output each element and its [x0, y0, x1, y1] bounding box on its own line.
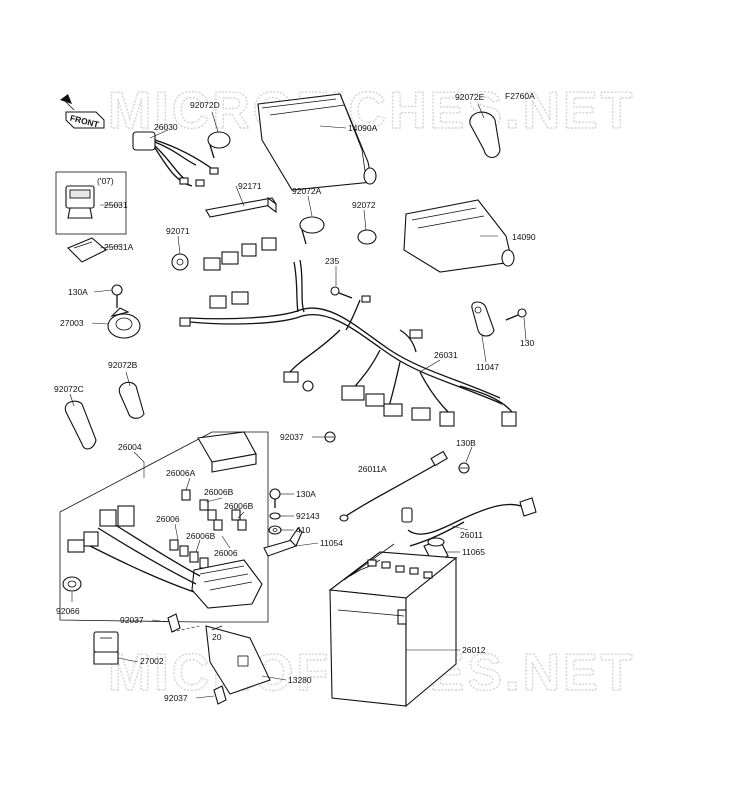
bracket-11047: [471, 301, 495, 337]
label-92071: 92071: [166, 226, 190, 236]
clamp-92072: [357, 229, 377, 245]
washer-410: [268, 525, 282, 535]
label-26006B-b: 26006B: [224, 501, 254, 511]
screw-235: [330, 286, 353, 299]
label-26031: 26031: [434, 350, 458, 360]
label-14090A: 14090A: [348, 123, 378, 133]
label-235: 235: [325, 256, 339, 266]
label-130A-top: 130A: [68, 287, 88, 297]
hour-meter-box: ('07): [55, 171, 127, 235]
bolt-130: [505, 308, 527, 321]
main-harness-26031: [179, 237, 517, 427]
cable-26011A: [339, 450, 448, 522]
label-27003: 27003: [60, 318, 84, 328]
label-13280: 13280: [288, 675, 312, 685]
strap-92072B: [118, 381, 145, 419]
clip-92037-bottom: [213, 685, 227, 705]
cover-14090: [403, 199, 515, 273]
label-410: 410: [296, 525, 310, 535]
clamp-92072E: [469, 111, 501, 159]
front-arrow: FRONT: [60, 94, 105, 130]
label-92037-bottom: 92037: [164, 693, 188, 703]
cover-14090A: [257, 93, 377, 191]
label-92072A: 92072A: [292, 186, 322, 196]
label-92143: 92143: [296, 511, 320, 521]
grommet-92071: [171, 253, 189, 271]
meter-25031A: [67, 237, 107, 263]
label-26006B-c: 26006B: [186, 531, 216, 541]
clip-92037-top: [324, 431, 336, 443]
label-26011: 26011: [460, 530, 483, 540]
clamp-92072A: [299, 216, 325, 245]
clamp-92072D: [207, 131, 231, 159]
label-26006B-a: 26006B: [204, 487, 234, 497]
label-26012: 26012: [462, 645, 486, 655]
label-130: 130: [520, 338, 534, 348]
label-92072: 92072: [352, 200, 376, 210]
bracket-11054: [263, 527, 303, 557]
relay-27002: [93, 631, 119, 665]
label-130A-mid: 130A: [296, 489, 316, 499]
bolt-130A-mid: [269, 488, 281, 508]
label-25031A: 25031A: [104, 242, 134, 252]
sub-harness-26030: [132, 131, 219, 187]
battery-26012: [328, 543, 458, 708]
washer-92143: [269, 512, 281, 520]
label-130B: 130B: [456, 438, 476, 448]
year-note: ('07): [97, 176, 114, 186]
leader-lines: [69, 103, 527, 699]
label-92066: 92066: [56, 606, 80, 616]
bolt-130A-top: [111, 284, 123, 308]
strap-92072C: [64, 400, 97, 450]
bracket-92171: [205, 196, 277, 218]
label-26011A: 26011A: [358, 464, 387, 474]
label-92171: 92171: [238, 181, 262, 191]
label-20: 20: [212, 632, 222, 642]
label-27002: 27002: [140, 656, 164, 666]
part-labels: 92072D 26030 14090A 92072E 92171 25031 2…: [54, 92, 536, 703]
label-11065: 11065: [462, 547, 485, 557]
label-26006-a: 26006: [156, 514, 180, 524]
label-92072B: 92072B: [108, 360, 138, 370]
label-92037-top: 92037: [280, 432, 304, 442]
label-25031: 25031: [104, 200, 128, 210]
label-26006-b: 26006: [214, 548, 238, 558]
horn-27003: [107, 307, 141, 339]
watermark-top: MICROFICHES.NET: [108, 82, 635, 140]
plate-13280: 20: [205, 625, 271, 695]
label-92037-mid: 92037: [120, 615, 144, 625]
label-26030: 26030: [154, 122, 178, 132]
grommet-92066: [62, 576, 82, 592]
clip-92037-mid: [167, 613, 181, 633]
relay-box-26004: [59, 431, 269, 623]
label-92072E: 92072E: [455, 92, 485, 102]
label-11047: 11047: [476, 362, 499, 372]
label-26004: 26004: [118, 442, 142, 452]
label-26006A: 26006A: [166, 468, 196, 478]
figure-code: F2760A: [505, 91, 535, 101]
label-92072D: 92072D: [190, 100, 220, 110]
cable-26011: [401, 497, 537, 547]
label-11054: 11054: [320, 538, 343, 548]
bolt-130B: [458, 462, 470, 474]
label-14090: 14090: [512, 232, 536, 242]
label-92072C: 92072C: [54, 384, 84, 394]
